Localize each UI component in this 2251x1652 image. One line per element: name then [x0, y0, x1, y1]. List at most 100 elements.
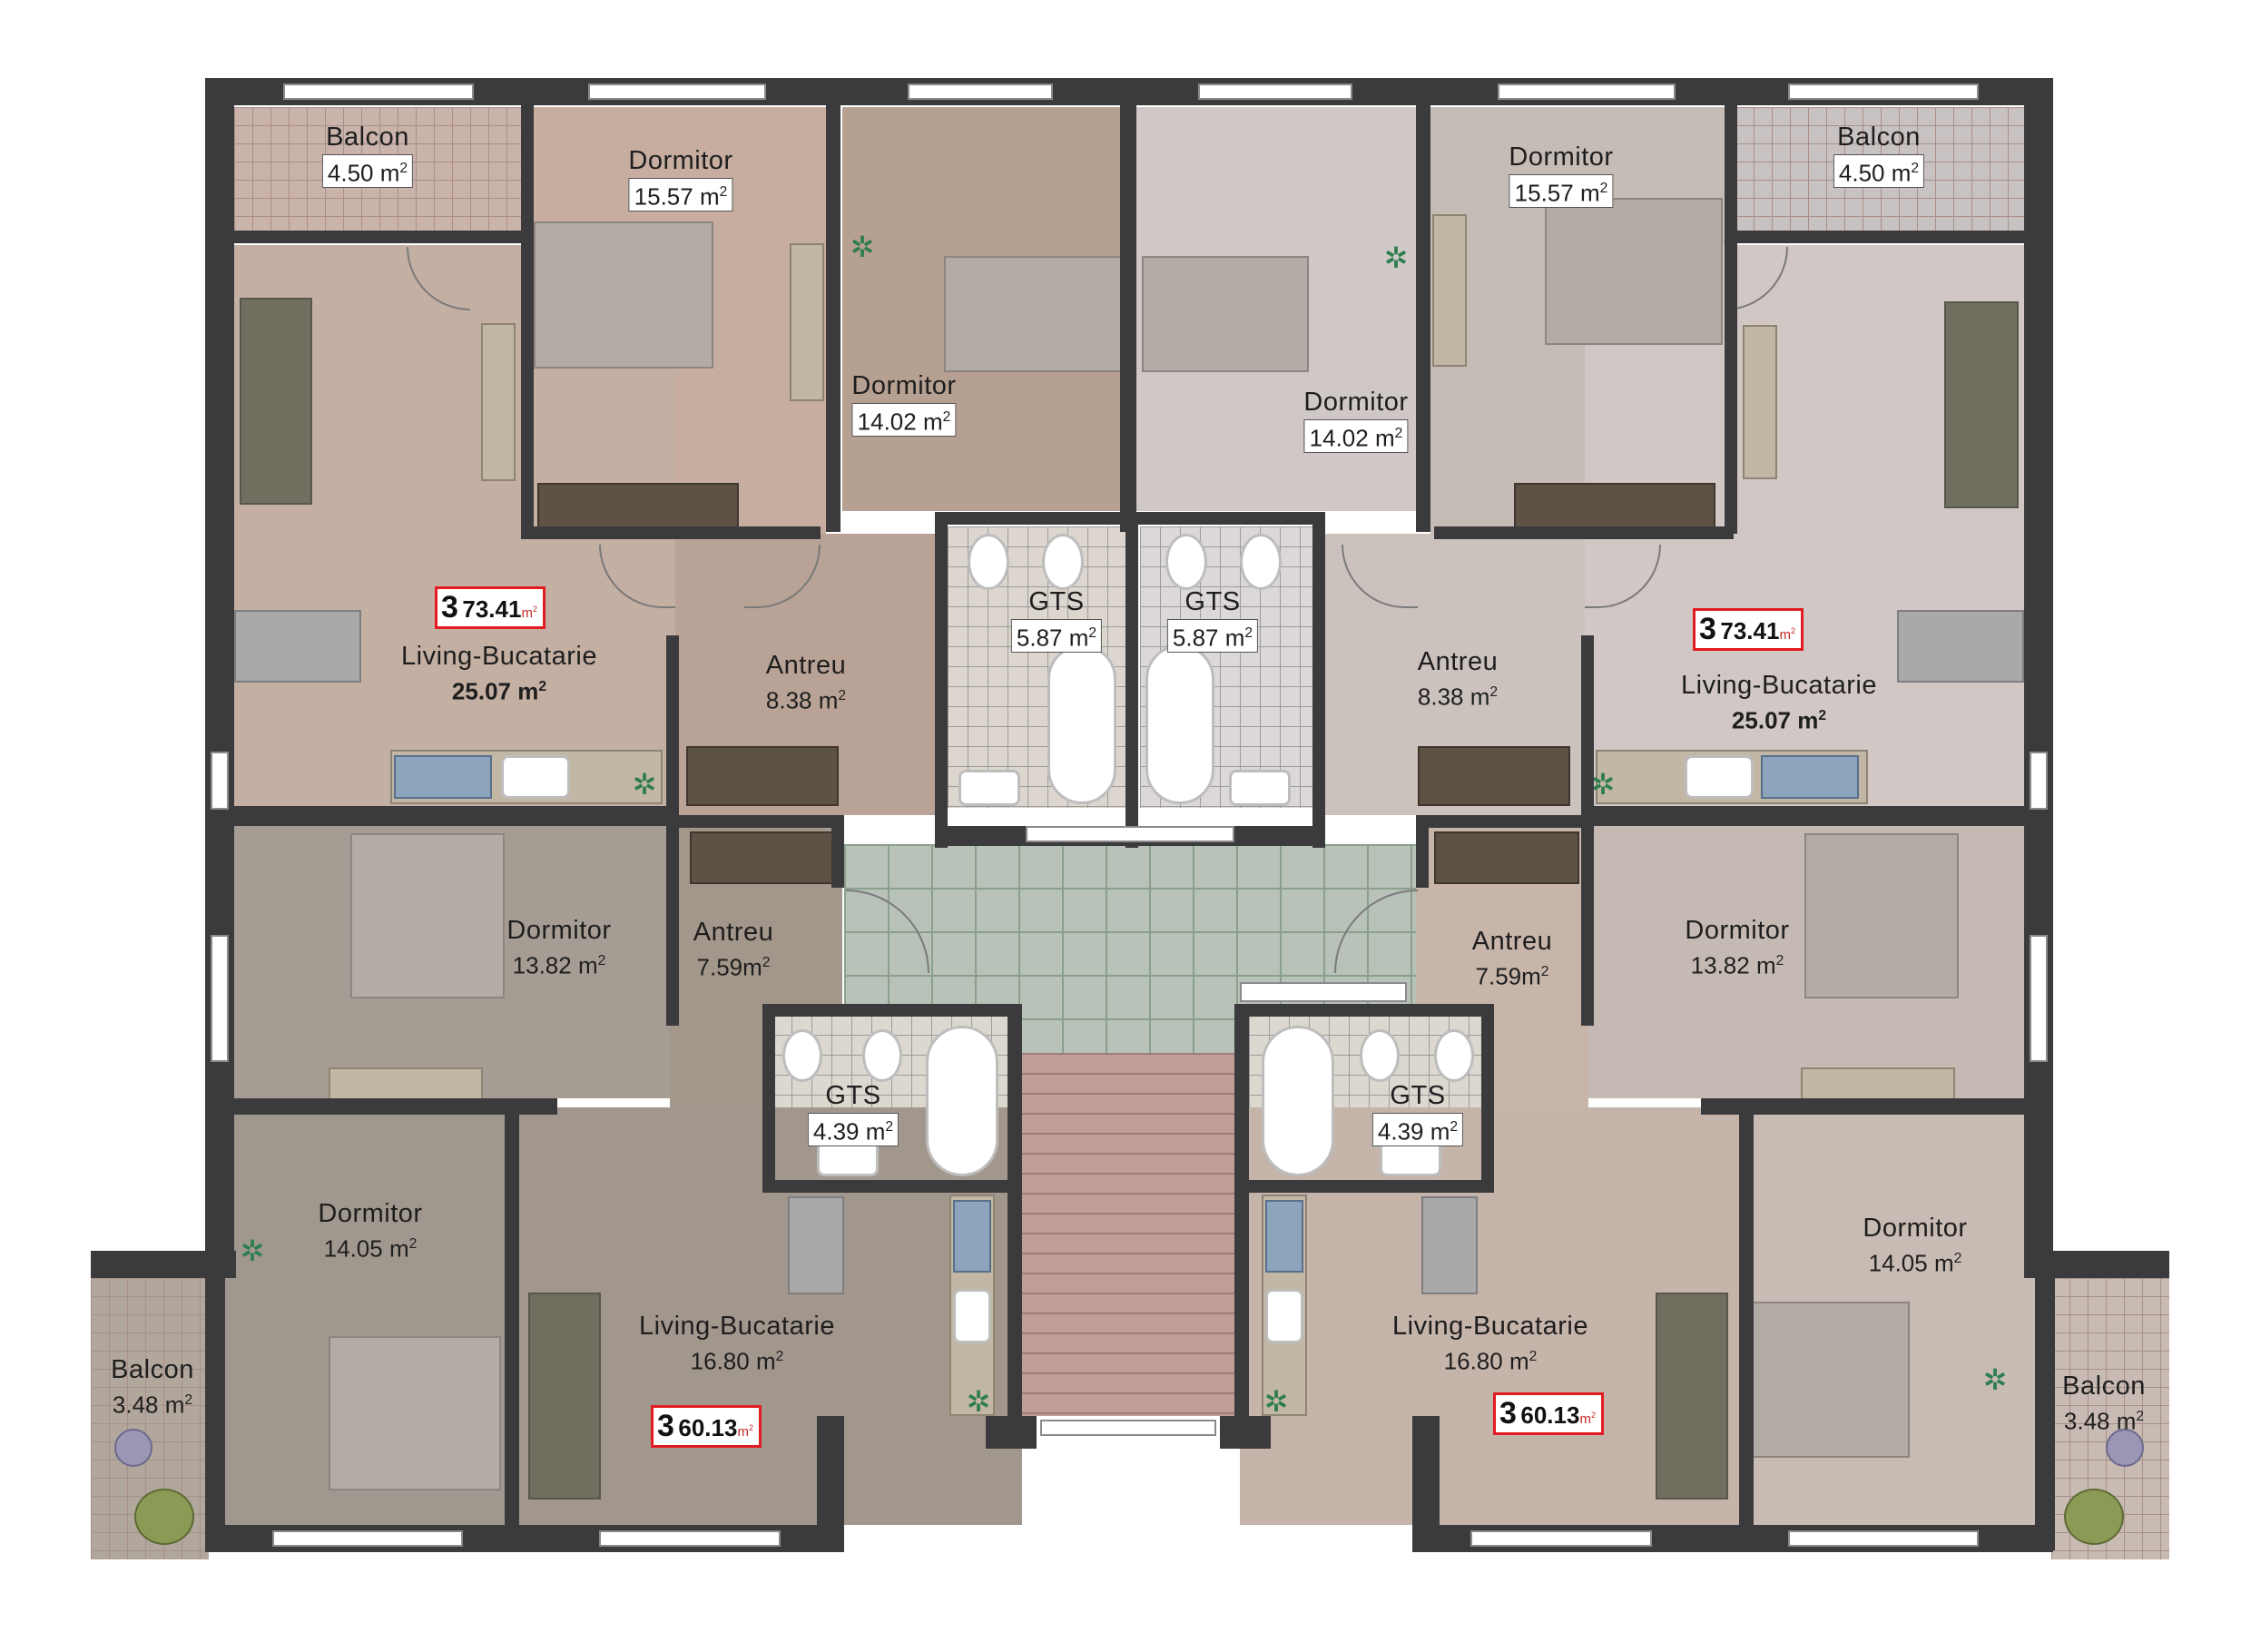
- bed: [1752, 1302, 1910, 1458]
- wardrobe: [690, 831, 835, 884]
- plant-icon: ✲: [850, 231, 875, 263]
- window: [283, 84, 474, 100]
- wardrobe: [686, 746, 839, 806]
- toilet: [1434, 1029, 1474, 1082]
- wall: [1481, 1004, 1494, 1193]
- bed: [1804, 833, 1959, 998]
- kitchen-sink: [1685, 755, 1754, 799]
- kitchen-sink: [953, 1289, 991, 1343]
- bed: [1142, 256, 1309, 372]
- wall: [1739, 1109, 1754, 1527]
- window: [2030, 935, 2048, 1062]
- armchair: [134, 1489, 194, 1545]
- toilet: [1165, 534, 1207, 590]
- wall: [1434, 526, 1734, 539]
- bed: [329, 1336, 501, 1490]
- wall: [1416, 815, 1588, 828]
- window: [1498, 84, 1676, 100]
- wall: [1734, 231, 2024, 243]
- kitchen-sink: [501, 755, 570, 799]
- window: [211, 752, 229, 810]
- wardrobe: [329, 1067, 483, 1100]
- apartment-tag-unit-tr: 3 73.41m2: [1693, 608, 1804, 651]
- side-table: [114, 1429, 152, 1467]
- window: [1470, 1530, 1652, 1547]
- apartment-tag-unit-bl: 3 60.13m2: [651, 1405, 762, 1448]
- wall: [762, 1180, 1017, 1193]
- bathtub: [1047, 644, 1116, 804]
- sofa: [240, 298, 312, 505]
- plant-icon: ✲: [632, 768, 657, 801]
- kitchen-sink: [1265, 1289, 1303, 1343]
- sofa: [1656, 1293, 1728, 1500]
- wall: [2024, 78, 2053, 1276]
- bathtub: [1145, 644, 1214, 804]
- wall: [1240, 1004, 1494, 1017]
- wall: [1240, 1180, 1494, 1193]
- wall: [521, 105, 534, 534]
- dining-table: [788, 1196, 844, 1294]
- wardrobe: [481, 323, 516, 481]
- toilet: [1360, 1029, 1400, 1082]
- bathtub: [1262, 1026, 1334, 1176]
- side-table: [2106, 1429, 2144, 1467]
- wall: [1008, 1004, 1022, 1431]
- stove: [1761, 755, 1859, 799]
- wardrobe: [1743, 325, 1777, 479]
- plant-icon: ✲: [1982, 1363, 2008, 1396]
- bath-sink: [958, 770, 1020, 806]
- wall: [1416, 105, 1430, 532]
- wall: [1581, 635, 1594, 1026]
- plant-icon: ✲: [1590, 768, 1616, 801]
- bed: [350, 833, 505, 998]
- wall: [205, 78, 234, 1276]
- wall: [2024, 1251, 2169, 1278]
- bed: [534, 221, 713, 369]
- wardrobe: [1432, 214, 1467, 367]
- dining-table: [1421, 1196, 1478, 1294]
- toilet: [1240, 534, 1282, 590]
- wall: [826, 105, 840, 532]
- plant-icon: ✲: [240, 1234, 265, 1267]
- window: [599, 1530, 781, 1547]
- wall: [505, 1109, 519, 1527]
- wall: [205, 806, 677, 826]
- window: [211, 935, 229, 1062]
- toilet: [862, 1029, 902, 1082]
- toilet: [968, 534, 1009, 590]
- wardrobe: [790, 243, 824, 401]
- wardrobe: [1418, 746, 1570, 806]
- toilet: [1042, 534, 1084, 590]
- bed: [944, 256, 1126, 372]
- dining-table: [1897, 610, 2024, 683]
- wall: [1416, 815, 1429, 888]
- wall: [234, 1098, 557, 1115]
- plant-icon: ✲: [1383, 241, 1409, 274]
- wall: [670, 815, 842, 828]
- wall: [762, 1004, 775, 1193]
- wall: [2035, 1278, 2055, 1550]
- wall: [666, 635, 679, 1026]
- wall: [205, 1278, 225, 1550]
- stove: [394, 755, 492, 799]
- wall: [817, 1416, 844, 1552]
- wall: [762, 1004, 1017, 1017]
- window: [1026, 826, 1234, 842]
- window: [908, 84, 1053, 100]
- plant-icon: ✲: [966, 1385, 991, 1418]
